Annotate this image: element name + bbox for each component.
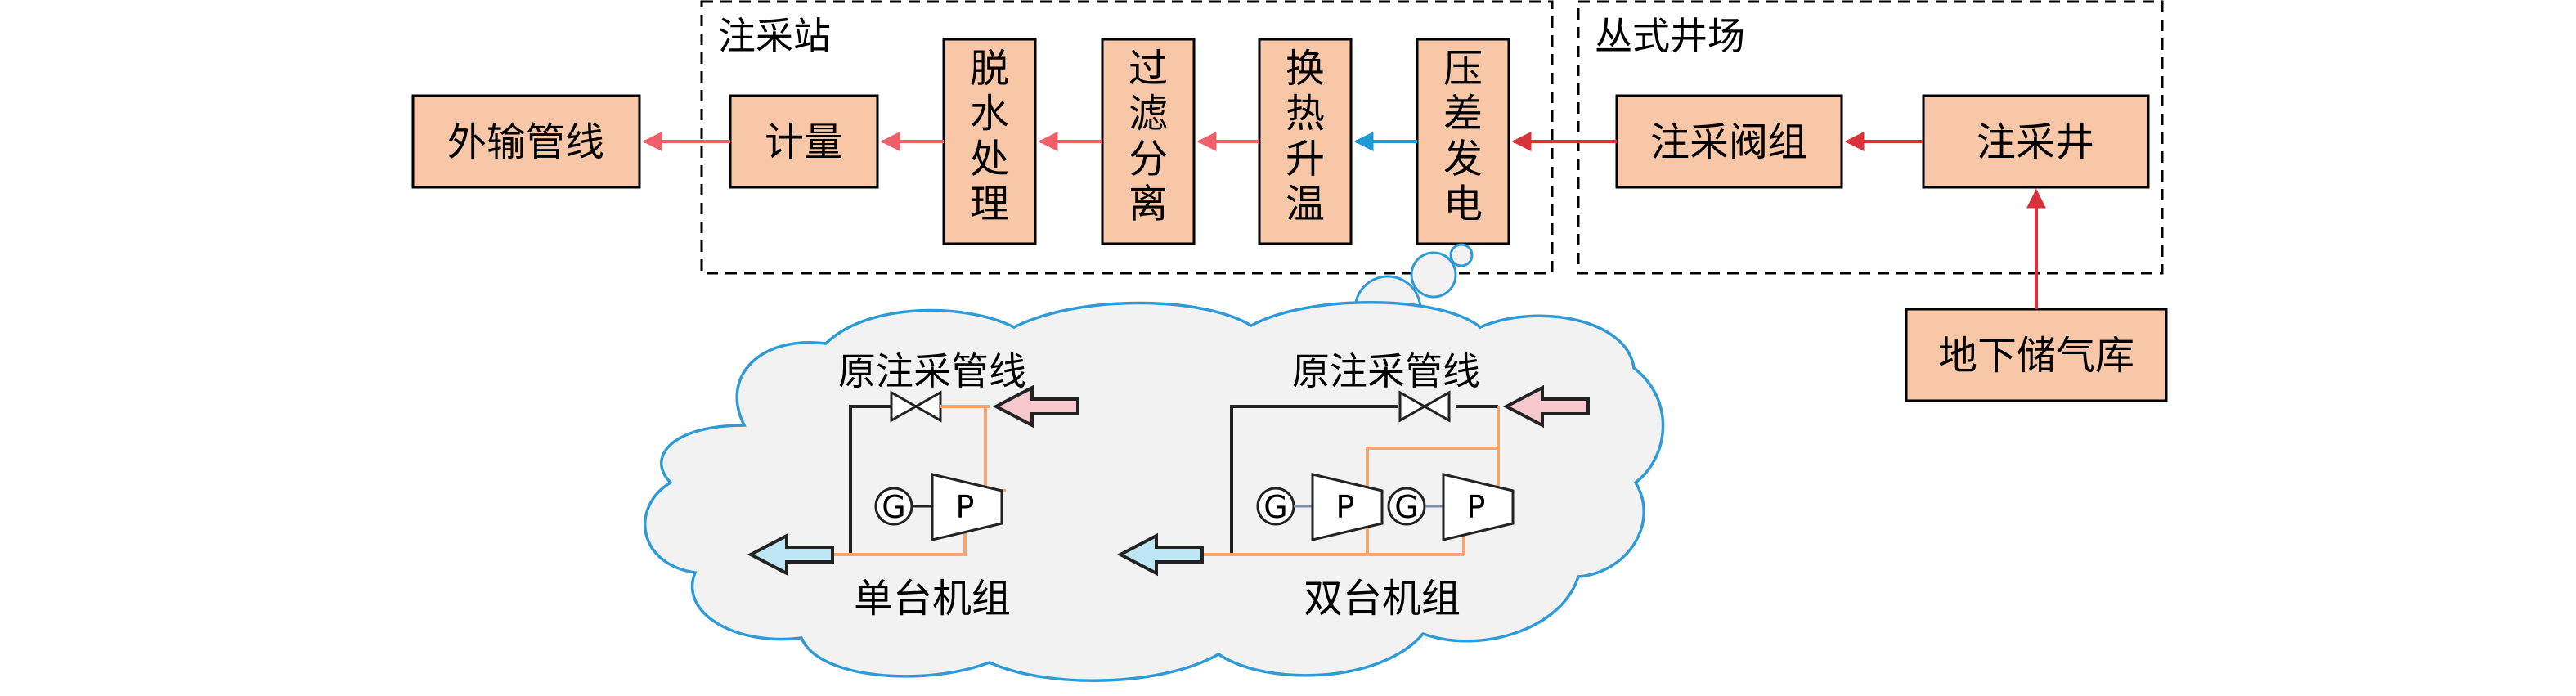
- single-expander-icon: [931, 473, 1003, 541]
- double-expander-1-label: P: [1336, 489, 1355, 525]
- double-bypass-pipe: [1230, 405, 1398, 555]
- valve-group-box: 注采阀组: [1615, 94, 1843, 189]
- station-label: 注采站: [718, 14, 831, 58]
- double-generator-1-label: G: [1263, 489, 1287, 525]
- well-label: 注采井: [1977, 119, 2094, 165]
- station-frame: [700, 0, 1554, 275]
- double-outlet-arrow: [1116, 532, 1204, 577]
- pressure-power-box: 压差发电: [1416, 38, 1510, 245]
- double-unit-schematic: 原注采管线 G P G P 双台机组: [1116, 349, 1590, 622]
- single-generator-label: G: [882, 489, 905, 525]
- dehydration-label: 脱水处理: [970, 46, 1009, 227]
- valve-group-label: 注采阀组: [1650, 119, 1807, 165]
- storage-label: 地下储气库: [1938, 333, 2134, 379]
- double-unit-label: 双台机组: [1304, 576, 1461, 622]
- filter-separation-box: 过滤分离: [1101, 38, 1196, 245]
- dehydration-box: 脱水处理: [942, 38, 1037, 245]
- double-inlet-arrow: [1502, 384, 1590, 429]
- single-pipeline-label: 原注采管线: [838, 349, 1026, 393]
- export-pipeline-box: 外输管线: [411, 94, 641, 189]
- heat-exchange-label: 换热升温: [1286, 46, 1325, 227]
- double-pipeline-label: 原注采管线: [1292, 349, 1480, 393]
- storage-box: 地下储气库: [1905, 308, 2168, 402]
- double-valve-icon: [1398, 390, 1451, 423]
- pressure-power-label: 压差发电: [1443, 46, 1483, 227]
- double-expander-2-label: P: [1467, 489, 1486, 525]
- export-pipeline-label: 外输管线: [447, 119, 604, 165]
- double-expander-1-icon: [1311, 473, 1384, 541]
- single-unit-schematic: 原注采管线 G P 单台机组: [747, 349, 1079, 622]
- heat-exchange-box: 换热升温: [1258, 38, 1353, 245]
- double-generator-2-label: G: [1394, 489, 1418, 525]
- metering-label: 计量: [765, 119, 843, 165]
- single-unit-label: 单台机组: [854, 576, 1011, 622]
- double-expander-2-icon: [1442, 473, 1515, 541]
- wellsite-label: 丛式井场: [1595, 14, 1745, 58]
- filter-separation-label: 过滤分离: [1129, 46, 1168, 227]
- single-inlet-arrow: [992, 384, 1079, 429]
- single-outlet-arrow: [747, 532, 834, 577]
- single-expander-label: P: [956, 489, 975, 525]
- wellsite-frame: [1577, 0, 2164, 275]
- well-box: 注采井: [1922, 94, 2150, 189]
- metering-box: 计量: [729, 94, 879, 189]
